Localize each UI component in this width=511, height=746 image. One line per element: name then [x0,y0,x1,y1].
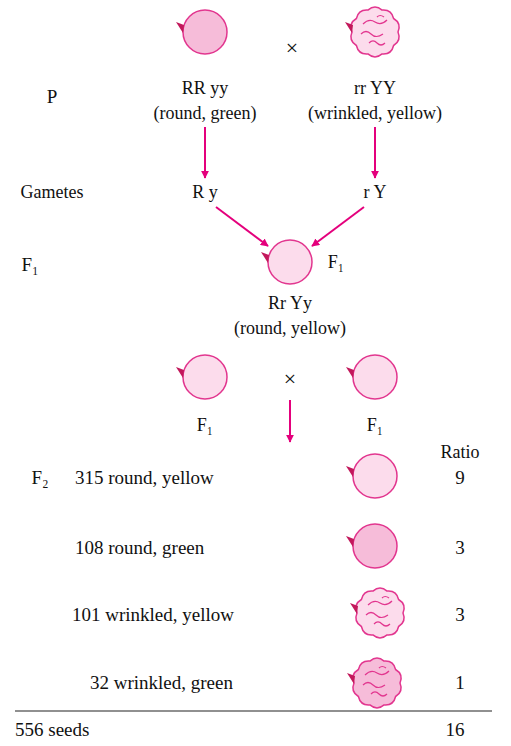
count-label: 32 wrinkled, green [90,672,233,694]
round-pea [176,355,227,399]
round-pea [346,355,397,399]
ratio-number: 3 [455,537,465,559]
cross-arrow [312,207,364,246]
cross-arrow [216,207,268,246]
gamete-label: R y [192,182,218,203]
round-pea [346,454,397,498]
pea-label: F₁ [197,415,213,436]
round-pea [261,240,312,284]
gamete-label: r Y [364,182,387,203]
wrinkled-pea [350,588,404,638]
count-label: 101 wrinkled, yellow [72,604,234,626]
genotype-label: RR yy [182,78,229,99]
ratio-number: 9 [455,467,465,489]
round-pea [176,10,227,54]
total-rule [15,710,492,711]
cross-arrow [289,400,291,442]
total-label: 556 seeds [15,719,89,741]
row-label: Gametes [21,182,84,203]
ratio-number: 1 [455,672,465,694]
phenotype-label: (wrinkled, yellow) [308,103,442,124]
ratio-number: 3 [455,604,465,626]
generation-label: F₁ [21,254,38,276]
wrinkled-pea [345,7,399,57]
count-label: 315 round, yellow [75,467,214,489]
cross-arrow [374,127,376,178]
genotype-label: Rr Yy [268,293,312,314]
column-header: Ratio [441,442,480,463]
round-pea [346,524,397,568]
generation-label: F₂ [31,467,48,489]
phenotype-label: (round, green) [154,103,257,124]
phenotype-label: (round, yellow) [234,318,346,339]
generation-label: P [47,86,58,108]
wrinkled-pea [347,658,401,708]
cross-symbol: × [286,35,298,60]
count-label: 108 round, green [75,537,204,559]
cross-symbol: × [284,366,296,391]
cross-arrow [204,127,206,178]
pea-label: F₁ [367,415,383,436]
ratio-total: 16 [446,719,465,741]
genotype-label: rr YY [354,78,396,99]
pea-label: F₁ [328,252,344,273]
